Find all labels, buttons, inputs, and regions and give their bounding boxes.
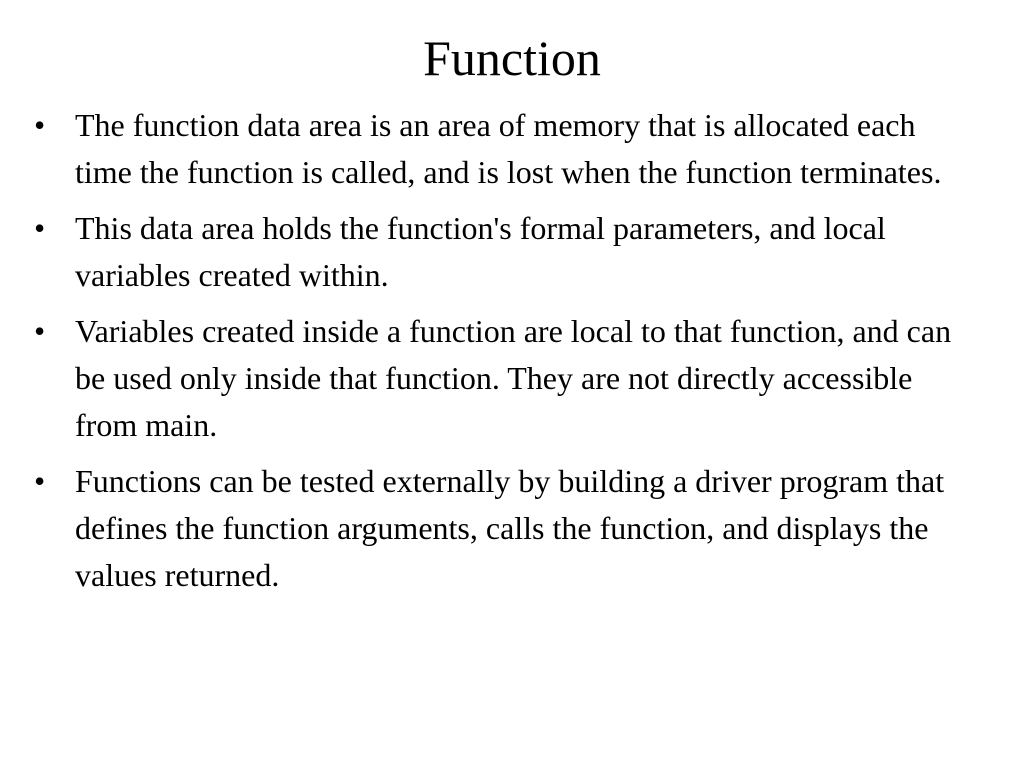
bullet-text: This data area holds the function's form… [75, 210, 886, 293]
bullet-item: • This data area holds the function's fo… [30, 205, 960, 299]
bullet-text: Variables created inside a function are … [75, 313, 952, 443]
bullet-text: The function data area is an area of mem… [75, 107, 942, 190]
bullet-item: • The function data area is an area of m… [30, 102, 960, 196]
bullet-dot-icon: • [34, 210, 46, 246]
bullet-dot-icon: • [34, 107, 46, 143]
slide-title: Function [423, 30, 601, 86]
bullet-text: Functions can be tested externally by bu… [75, 463, 945, 593]
bullet-item: • Functions can be tested externally by … [30, 458, 960, 599]
bullet-dot-icon: • [34, 313, 46, 349]
bullet-dot-icon: • [34, 463, 46, 499]
bullet-item: • Variables created inside a function ar… [30, 308, 960, 449]
bullet-list: • The function data area is an area of m… [30, 102, 960, 608]
